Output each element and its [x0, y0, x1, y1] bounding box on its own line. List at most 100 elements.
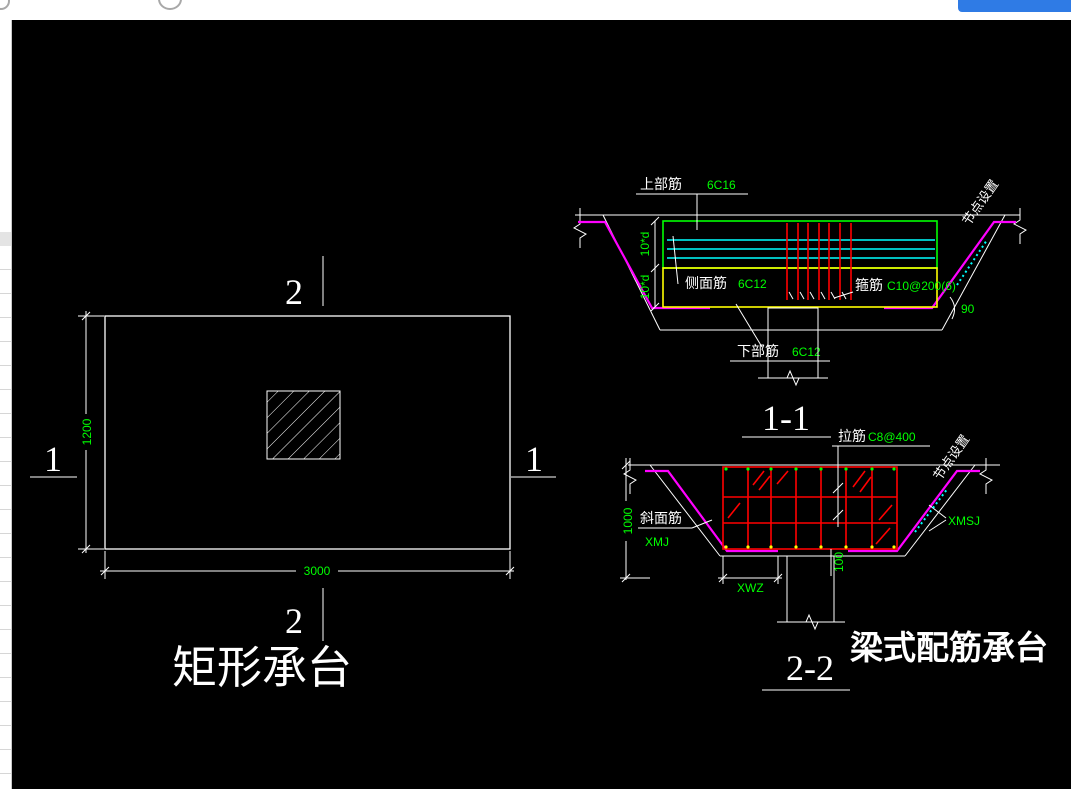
tie-label: 拉筋 [838, 428, 866, 445]
leader-tick [832, 482, 844, 494]
rebar-point [892, 467, 896, 471]
plan-title: 矩形承台 [172, 641, 352, 694]
stirrup-callout: 箍筋 C10@200(6) [833, 277, 956, 299]
slope-rebar-callout: 斜面筋 XMJ [638, 510, 713, 549]
rebar-point [819, 545, 823, 549]
height-dimension: 1200 [78, 311, 104, 554]
leader-tick [788, 291, 794, 300]
section-2-2-title: 2-2 [786, 648, 834, 688]
side-rebar-label: 侧面筋 [685, 275, 727, 292]
rebar-hook [875, 527, 891, 545]
rebar-point [794, 467, 798, 471]
cad-canvas[interactable]: 1200 3000 2 2 1 1 矩形承台 [12, 20, 1071, 789]
section-1-1: 10*d 10*d 上部筋 6C16 侧面筋 6C12 箍筋 C10@200(6… [573, 176, 1027, 438]
rebar-hook [776, 470, 789, 485]
dimension-tick [81, 544, 91, 554]
dimension-tick [718, 573, 728, 583]
pile-break-line [777, 613, 845, 631]
leader-tick [841, 291, 847, 300]
section-outline [623, 458, 1000, 557]
pile [767, 307, 819, 379]
rebar-hook [852, 470, 866, 488]
leader-tick [809, 291, 815, 300]
section-mark-bottom: 2 [285, 601, 303, 641]
stirrup-spec: C10@200(6) [887, 279, 956, 293]
section-mark-right: 1 [525, 439, 543, 479]
section-outline [573, 208, 1027, 331]
top-rebar-spec: 6C16 [707, 178, 736, 192]
rebar-hook [859, 476, 872, 493]
rebar-point [769, 467, 773, 471]
plan-view: 1200 3000 2 2 1 1 矩形承台 [30, 256, 556, 694]
top-toolbar [0, 0, 1071, 20]
top-rebar-points [724, 467, 896, 471]
top-rebar-label: 上部筋 [640, 176, 682, 193]
drawing-caption: 梁式配筋承台 [850, 628, 1048, 667]
rebar-point [746, 467, 750, 471]
pile-break-line [758, 369, 828, 387]
toolbar-icon[interactable] [158, 0, 182, 10]
bottom-width-dimension: XWZ [718, 556, 783, 595]
width-dimension: 3000 [100, 551, 515, 579]
dimension-tick [100, 566, 110, 576]
cap-slope-right [904, 464, 976, 557]
cad-drawing: 1200 3000 2 2 1 1 矩形承台 [30, 176, 1048, 694]
section-marks: 2 2 1 1 [30, 256, 556, 641]
height-dimension-text: 1000 [621, 507, 635, 534]
stirrup-label: 箍筋 [855, 277, 883, 294]
rebar-point [769, 545, 773, 549]
side-panel-rows[interactable] [0, 246, 11, 789]
column-hatch [266, 390, 341, 460]
callout-leader [928, 519, 947, 532]
cap-outline [104, 315, 511, 550]
side-rebar-callout: 侧面筋 6C12 [672, 235, 767, 292]
leader-tick [832, 509, 844, 521]
rebar-hook [878, 504, 893, 521]
side-panel-edge[interactable] [0, 20, 12, 789]
slope-rebar-right-callout: XMSJ [928, 504, 980, 532]
callout-leader [833, 291, 854, 299]
break-symbol [623, 458, 637, 494]
bottom-rebar-spec: 6C12 [792, 345, 821, 359]
bottom-rebar-callout: 下部筋 6C12 [730, 303, 830, 362]
tie-callout: 拉筋 C8@400 [832, 428, 930, 527]
width-dimension-text: 3000 [304, 564, 331, 578]
rebar-point [724, 545, 728, 549]
height-dimension: 1000 [620, 458, 650, 583]
leader-tick [820, 291, 826, 300]
toolbar-icon[interactable] [0, 0, 10, 10]
rebar-hook [727, 502, 741, 519]
section-mark-left: 1 [44, 439, 62, 479]
callout-leader [691, 519, 713, 529]
slope-rebar-label: 斜面筋 [640, 510, 682, 527]
rebar-point [794, 545, 798, 549]
top-action-button[interactable] [958, 0, 1071, 12]
dimension-tick [773, 573, 783, 583]
slope-rebar-code: XMJ [645, 535, 669, 549]
bottom-rebar-zone [662, 267, 938, 308]
slope-rebar-left [645, 469, 778, 553]
break-symbol [979, 458, 993, 494]
rebar-point [844, 467, 848, 471]
rebar-point [892, 545, 896, 549]
angle-callout: 90 [949, 296, 975, 320]
section-1-1-title: 1-1 [762, 398, 810, 438]
rebar-point [870, 545, 874, 549]
section-mark-top: 2 [285, 272, 303, 312]
rebar-hook [758, 475, 771, 491]
side-rebar-spec: 6C12 [738, 277, 767, 291]
slope-rebar-code-right: XMSJ [948, 514, 980, 528]
rebar-point [724, 467, 728, 471]
dimension-tick [505, 566, 515, 576]
rebar-point [870, 467, 874, 471]
rebar-point [844, 545, 848, 549]
break-symbol [1013, 208, 1027, 244]
node-setting-dots [914, 487, 949, 533]
cover-dimension-text: 100 [832, 552, 846, 572]
bottom-rebar-label: 下部筋 [737, 343, 779, 360]
grid-outline [722, 466, 898, 550]
angle-arc [949, 296, 956, 320]
top-rebar-callout: 上部筋 6C16 [636, 176, 748, 230]
node-setting-dots [956, 239, 988, 286]
anchor-dimension: 10*d 10*d [638, 216, 660, 312]
